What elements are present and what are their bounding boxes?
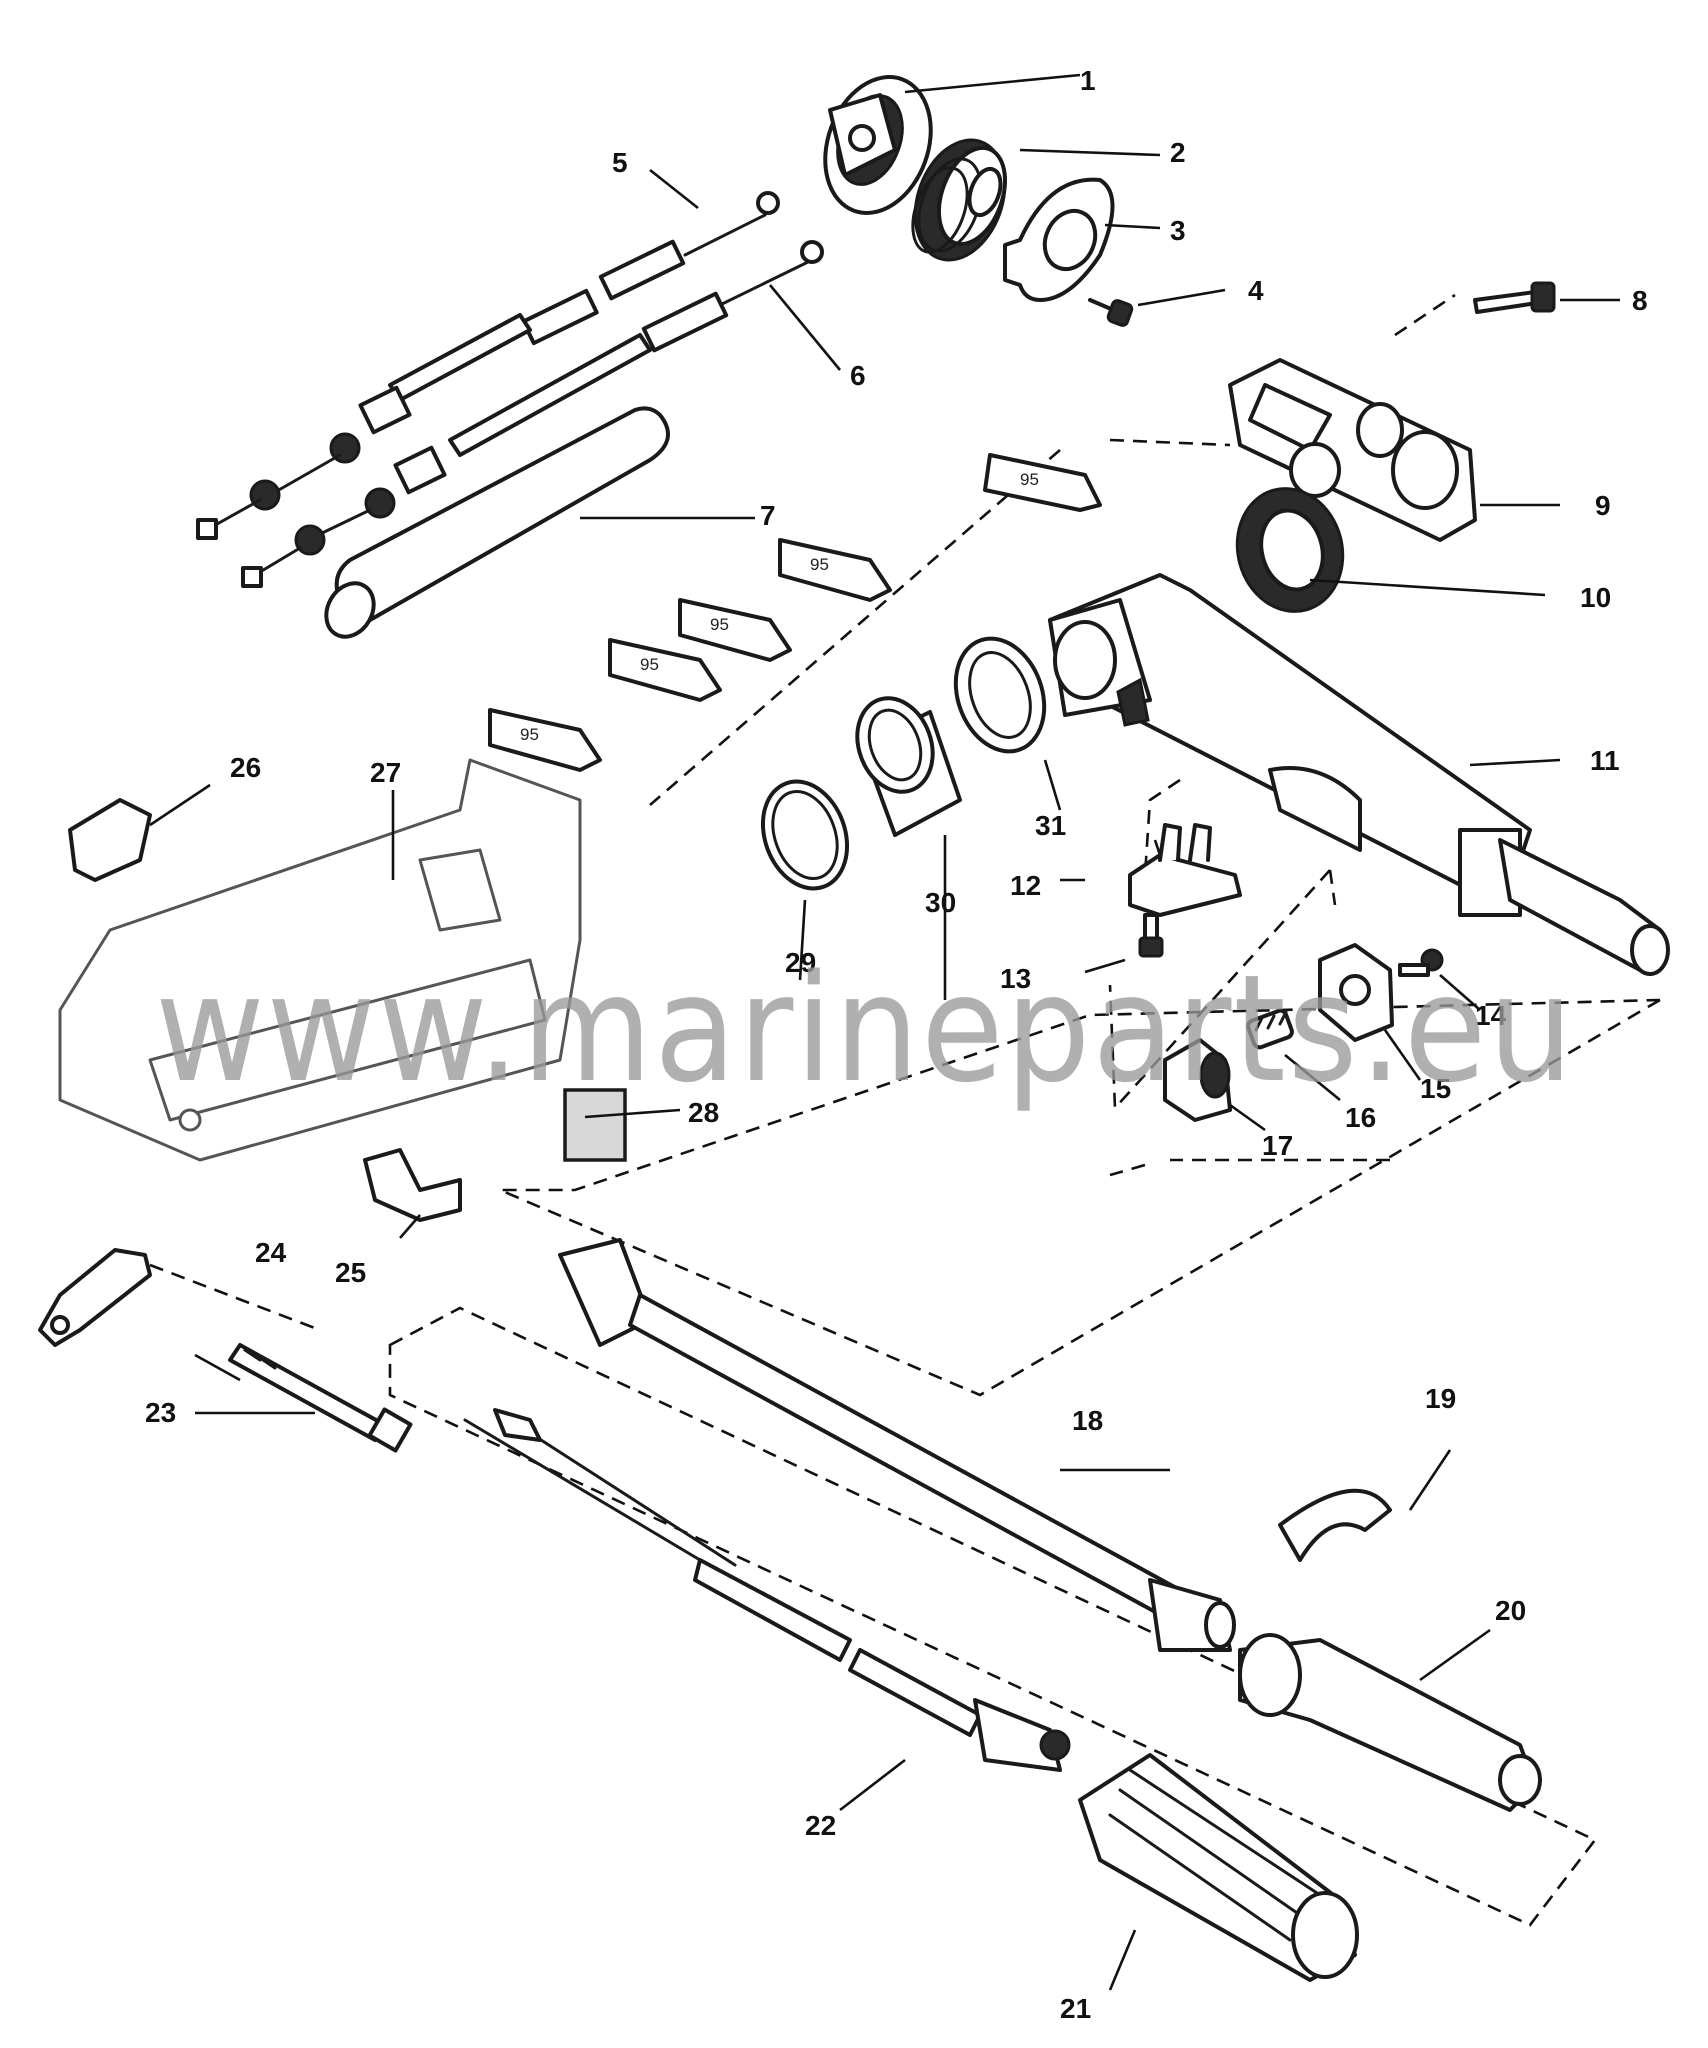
callout-21: 21 bbox=[1060, 1993, 1091, 2024]
callout-25: 25 bbox=[335, 1257, 366, 1288]
callout-9: 9 bbox=[1595, 490, 1611, 521]
part-12-clip bbox=[1128, 823, 1242, 917]
callout-31: 31 bbox=[1035, 810, 1066, 841]
part-28-pad bbox=[563, 1088, 627, 1162]
part-31-seal bbox=[953, 636, 1047, 754]
callout-18: 18 bbox=[1072, 1405, 1103, 1436]
part-17-knob bbox=[1163, 1038, 1232, 1122]
callout-numbers: 1 2 3 4 5 6 7 8 9 10 11 12 13 14 15 16 1… bbox=[145, 65, 1648, 2024]
callout-26: 26 bbox=[230, 752, 261, 783]
sealant-tube-5: 95 bbox=[488, 708, 602, 772]
part-4-screw bbox=[1088, 298, 1134, 327]
callout-1: 1 bbox=[1080, 65, 1096, 96]
callout-5: 5 bbox=[612, 147, 628, 178]
part-27-housing bbox=[58, 758, 582, 1162]
sealant-tube-1: 95 bbox=[983, 453, 1102, 512]
part-10-ring bbox=[1235, 487, 1345, 613]
part-5-cable bbox=[196, 191, 780, 540]
callout-24: 24 bbox=[255, 1237, 287, 1268]
callout-3: 3 bbox=[1170, 215, 1186, 246]
callout-2: 2 bbox=[1170, 137, 1186, 168]
sealant-label-5: 95 bbox=[520, 725, 539, 744]
sealant-tube-3: 95 bbox=[678, 598, 792, 662]
part-6-cable bbox=[241, 240, 824, 588]
callout-20: 20 bbox=[1495, 1595, 1526, 1626]
part-1-dial-cap bbox=[823, 75, 933, 215]
part-8-screw bbox=[1473, 281, 1556, 314]
callout-11: 11 bbox=[1590, 745, 1620, 776]
callout-17: 17 bbox=[1262, 1130, 1293, 1161]
part-14-screw bbox=[1398, 948, 1444, 977]
sealant-label-3: 95 bbox=[710, 615, 729, 634]
part-3-plate bbox=[1003, 177, 1115, 302]
sealant-label-1: 95 bbox=[1020, 470, 1039, 489]
callout-8: 8 bbox=[1632, 285, 1648, 316]
part-20-grip bbox=[1238, 1633, 1542, 1812]
callout-6: 6 bbox=[850, 360, 866, 391]
part-24-plate bbox=[38, 1248, 152, 1347]
callout-19: 19 bbox=[1425, 1383, 1456, 1414]
part-22-cable bbox=[463, 1408, 1071, 1772]
callout-13: 13 bbox=[1000, 963, 1031, 994]
part-18-shaft bbox=[558, 1238, 1236, 1652]
part-30-bushing bbox=[855, 696, 962, 837]
callout-7: 7 bbox=[760, 500, 776, 531]
part-2-pulley bbox=[911, 138, 1007, 262]
sealant-tube-2: 95 bbox=[778, 538, 892, 602]
callout-23: 23 bbox=[145, 1397, 176, 1428]
callout-29: 29 bbox=[785, 947, 816, 978]
callout-27: 27 bbox=[370, 757, 401, 788]
part-16-spring bbox=[1246, 1008, 1294, 1050]
callout-10: 10 bbox=[1580, 582, 1611, 613]
part-23-bolt bbox=[228, 1343, 413, 1453]
part-13-screw bbox=[1138, 913, 1164, 958]
callout-15: 15 bbox=[1420, 1073, 1451, 1104]
sealant-tube-4: 95 bbox=[608, 638, 722, 702]
watermark-text: www.marineparts.eu bbox=[155, 943, 1575, 1115]
part-26-clip bbox=[68, 798, 152, 882]
callout-28: 28 bbox=[688, 1097, 719, 1128]
callout-12: 12 bbox=[1010, 870, 1041, 901]
part-7-sleeve bbox=[324, 406, 670, 639]
callout-16: 16 bbox=[1345, 1102, 1376, 1133]
part-29-seal bbox=[760, 779, 850, 891]
part-9-bracket bbox=[1228, 358, 1477, 542]
callout-30: 30 bbox=[925, 887, 956, 918]
assembly-outlines bbox=[149, 293, 1661, 1927]
sealant-label-4: 95 bbox=[640, 655, 659, 674]
leader-lines bbox=[149, 73, 1620, 1991]
callout-22: 22 bbox=[805, 1810, 836, 1841]
sealant-label-2: 95 bbox=[810, 555, 829, 574]
callout-4: 4 bbox=[1248, 275, 1264, 306]
part-15-block bbox=[1318, 943, 1394, 1042]
part-11-tiller-arm bbox=[1048, 573, 1670, 976]
part-19-clip bbox=[1278, 1488, 1392, 1562]
callout-14: 14 bbox=[1475, 1000, 1507, 1031]
part-21-twist-grip bbox=[1078, 1753, 1359, 1982]
part-25-bracket bbox=[363, 1148, 462, 1222]
